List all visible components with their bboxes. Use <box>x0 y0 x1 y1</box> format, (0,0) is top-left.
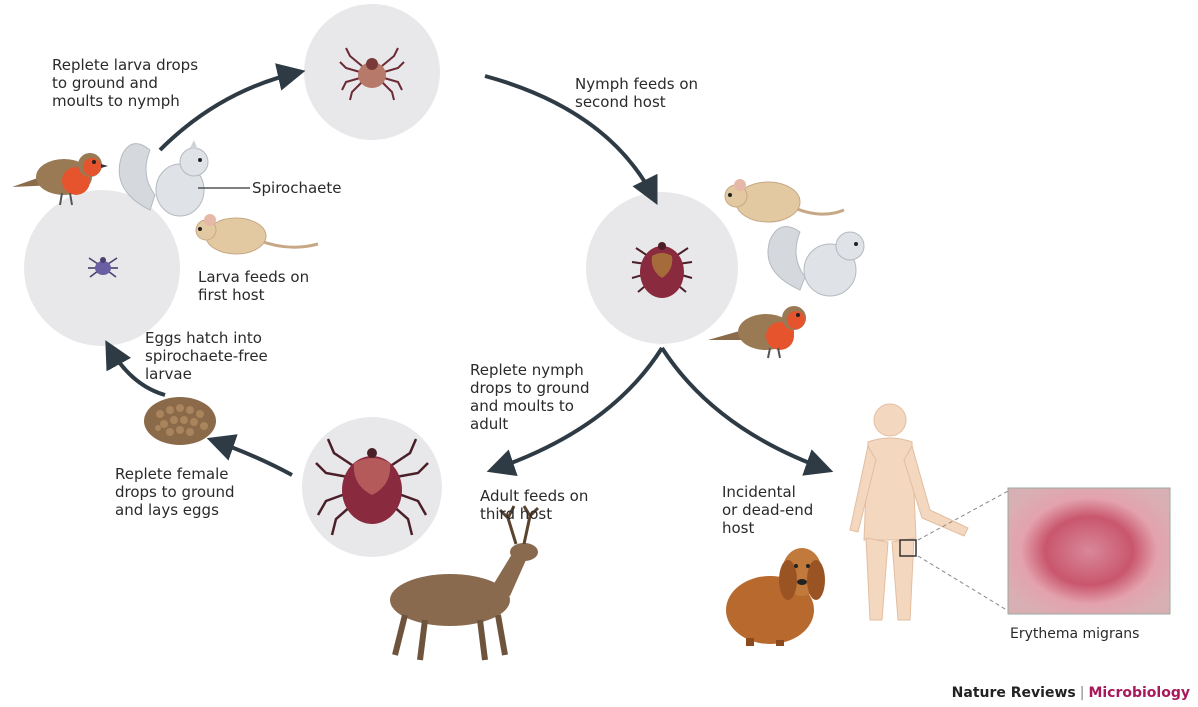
zoom-line-bottom <box>918 556 1010 612</box>
mouse-second-host-icon <box>725 179 844 222</box>
label-nymph-drops: Replete nymph drops to ground and moults… <box>470 361 590 433</box>
label-erythema-migrans: Erythema migrans <box>1010 625 1139 643</box>
label-incidental-host: Incidental or dead-end host <box>722 483 813 537</box>
credit-separator: | <box>1076 685 1089 701</box>
engorged-nymph-tick-icon <box>632 242 692 298</box>
dog-icon <box>726 548 825 646</box>
squirrel-second-host-icon <box>768 227 864 296</box>
label-nymph-feeds: Nymph feeds on second host <box>575 75 698 111</box>
egg-cluster-icon <box>144 397 216 445</box>
label-female-drops: Replete female drops to ground and lays … <box>115 465 235 519</box>
mouse-icon <box>196 214 318 254</box>
human-figure-icon <box>850 404 968 620</box>
credit-journal: Nature Reviews <box>952 685 1076 701</box>
label-eggs-hatch: Eggs hatch into spirochaete-free larvae <box>145 329 268 383</box>
arrow-nymph-to-incidental-host <box>662 348 828 470</box>
publisher-credit: Nature Reviews|Microbiology <box>952 685 1190 701</box>
label-larva-feeds: Larva feeds on first host <box>198 268 309 304</box>
label-spirochaete: Spirochaete <box>252 179 342 197</box>
credit-section: Microbiology <box>1088 685 1190 701</box>
label-larva-drops: Replete larva drops to ground and moults… <box>52 56 198 110</box>
robin-second-host-icon <box>708 306 806 358</box>
erythema-migrans-photo <box>1008 488 1170 614</box>
label-adult-feeds: Adult feeds on third host <box>480 487 588 523</box>
